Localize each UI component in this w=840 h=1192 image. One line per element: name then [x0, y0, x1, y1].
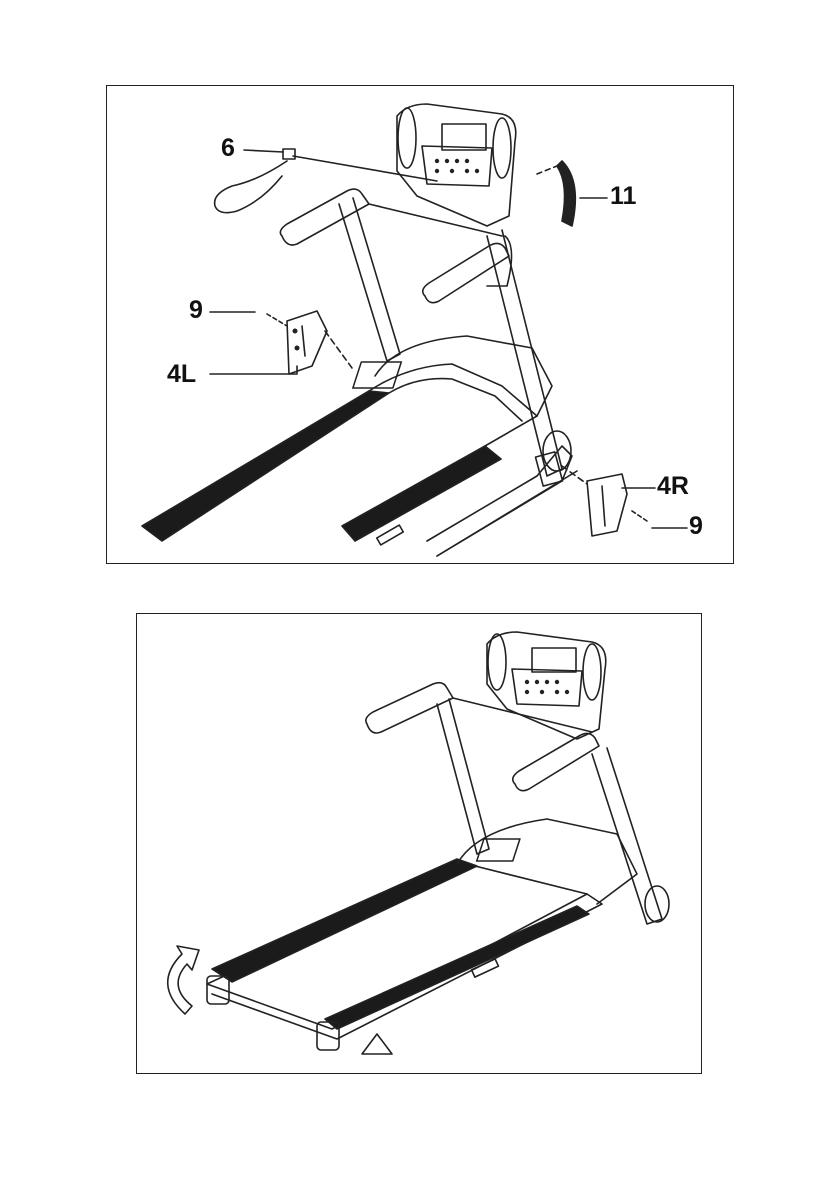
motor-hood: [375, 336, 552, 416]
figure-panel-bottom: [136, 613, 702, 1074]
treadmill-unfolded-drawing: [137, 614, 703, 1075]
running-belt-left: [142, 391, 389, 541]
running-belt-right: [325, 906, 589, 1029]
callout-4R: 4R: [657, 474, 689, 499]
upright-left: [437, 699, 489, 854]
base-frame: [427, 446, 572, 556]
console-panel: [512, 669, 582, 706]
callout-9-right: 9: [689, 514, 703, 539]
cover-part-4L: [287, 311, 327, 374]
safety-key-cord: [215, 161, 287, 213]
console-keys: [525, 680, 569, 694]
safety-key: [283, 149, 295, 159]
handrail-left: [366, 683, 453, 733]
upright-left: [339, 198, 400, 361]
handrail-right: [513, 733, 599, 790]
upright-right: [592, 748, 662, 924]
console-display: [532, 648, 576, 672]
running-belt-left: [212, 859, 477, 982]
cover-part-4R: [587, 474, 627, 536]
safety-key-line: [293, 156, 437, 181]
console-keys: [435, 159, 479, 173]
side-label: [377, 525, 404, 545]
rotate-arrow-icon: [168, 946, 199, 1014]
callout-6: 6: [221, 136, 235, 161]
handrail-left: [280, 189, 369, 245]
callout-4L: 4L: [167, 362, 196, 387]
hood-plate: [477, 839, 520, 861]
callout-11: 11: [610, 184, 636, 209]
callout-9-left: 9: [189, 298, 203, 323]
treadmill-assembly-drawing: [107, 86, 735, 565]
leader-4L: [210, 366, 297, 374]
cover-part-11: [557, 161, 575, 226]
rear-foot: [362, 1034, 392, 1054]
figure-panel-top: 6 11 9 4L 4R 9: [106, 85, 734, 564]
leader-6: [244, 150, 283, 152]
deck-outline: [369, 364, 537, 446]
running-belt-right: [342, 446, 501, 541]
hood-plate: [353, 362, 401, 388]
